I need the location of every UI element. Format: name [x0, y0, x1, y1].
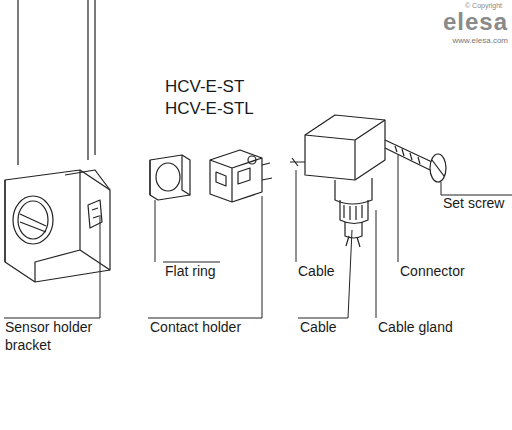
sensor-holder-bracket — [5, 0, 110, 282]
part-label: Cable — [298, 262, 335, 280]
part-label: Sensor holder bracket — [5, 318, 110, 354]
contact-holder — [210, 150, 272, 202]
brand-logo: elesa — [443, 8, 508, 36]
website: www.elesa.com — [452, 36, 508, 46]
part-label: Cable — [300, 318, 337, 336]
part-label: Contact holder — [150, 318, 241, 336]
title: HCV-E-ST HCV-E-STL — [165, 76, 277, 120]
flat-ring — [150, 155, 190, 200]
part-label: Set screw — [443, 194, 504, 212]
connector — [290, 115, 446, 247]
part-label: Connector — [400, 262, 465, 280]
part-label: Cable gland — [378, 318, 453, 336]
part-label: Flat ring — [165, 262, 216, 280]
leader-lines — [4, 155, 512, 318]
